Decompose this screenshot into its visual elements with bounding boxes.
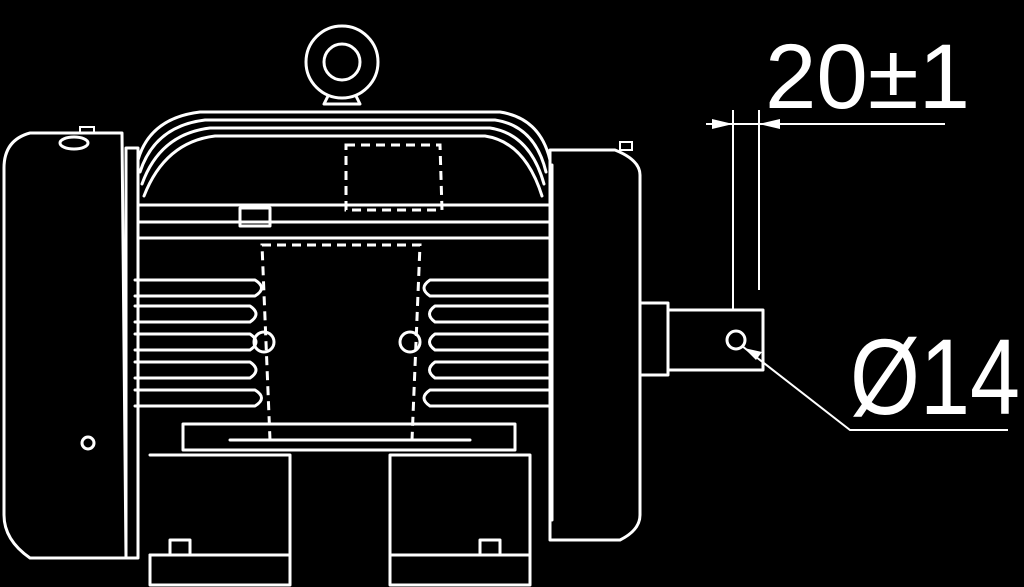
dimension-keyway: 20±1 bbox=[706, 26, 970, 310]
cooling-fins-left bbox=[133, 278, 263, 408]
drain-plug-icon bbox=[80, 435, 96, 451]
lifting-eye-icon bbox=[304, 24, 380, 106]
cooling-fins-right bbox=[422, 278, 552, 408]
dimension-hole: Ø14 bbox=[741, 316, 1020, 437]
motor-shaft bbox=[638, 301, 765, 377]
shaft-hole-icon bbox=[725, 329, 747, 351]
front-end-bracket bbox=[548, 141, 642, 542]
rear-end-cap bbox=[2, 126, 128, 560]
mounting-feet bbox=[148, 453, 532, 587]
motor-frame bbox=[124, 110, 552, 560]
hole-dimension-label: Ø14 bbox=[850, 316, 1020, 437]
keyway-dimension-label: 20±1 bbox=[765, 26, 970, 128]
terminal-box-hidden bbox=[252, 143, 444, 442]
